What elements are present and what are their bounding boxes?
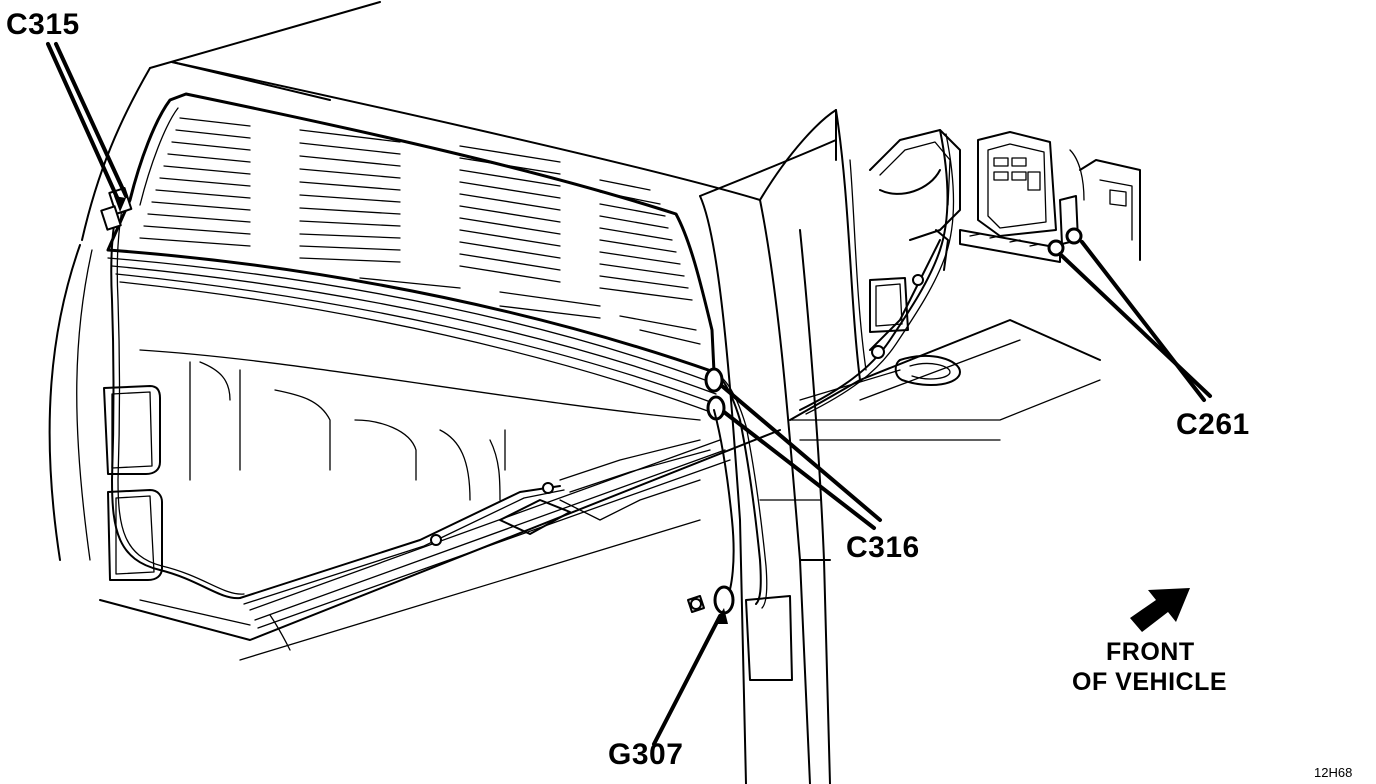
back-wall-panel: [139, 349, 701, 501]
callout-g307: G307: [608, 738, 684, 771]
junction-block: [959, 131, 1141, 263]
cab-outline: [48, 1, 837, 561]
callout-c316: C316: [846, 531, 920, 564]
rear-window: [106, 92, 717, 415]
front-label-line2: OF VEHICLE: [1072, 668, 1228, 696]
pillar-harness: [687, 367, 768, 615]
front-direction-arrow-icon: [1130, 588, 1190, 632]
defroster-grid: [139, 117, 701, 345]
callout-c315: C315: [6, 8, 80, 41]
leader-lines: [46, 42, 1212, 746]
front-label-line1: FRONT: [1106, 638, 1195, 666]
left-harness: [100, 187, 565, 605]
door-harness: [799, 129, 955, 415]
left-quarter-openings: [103, 385, 163, 581]
figure-id: 12H68: [1314, 765, 1353, 780]
b-pillar: [699, 195, 831, 784]
door-opening: [789, 109, 1101, 441]
floor-sill: [99, 429, 781, 661]
callout-c261: C261: [1176, 408, 1250, 441]
